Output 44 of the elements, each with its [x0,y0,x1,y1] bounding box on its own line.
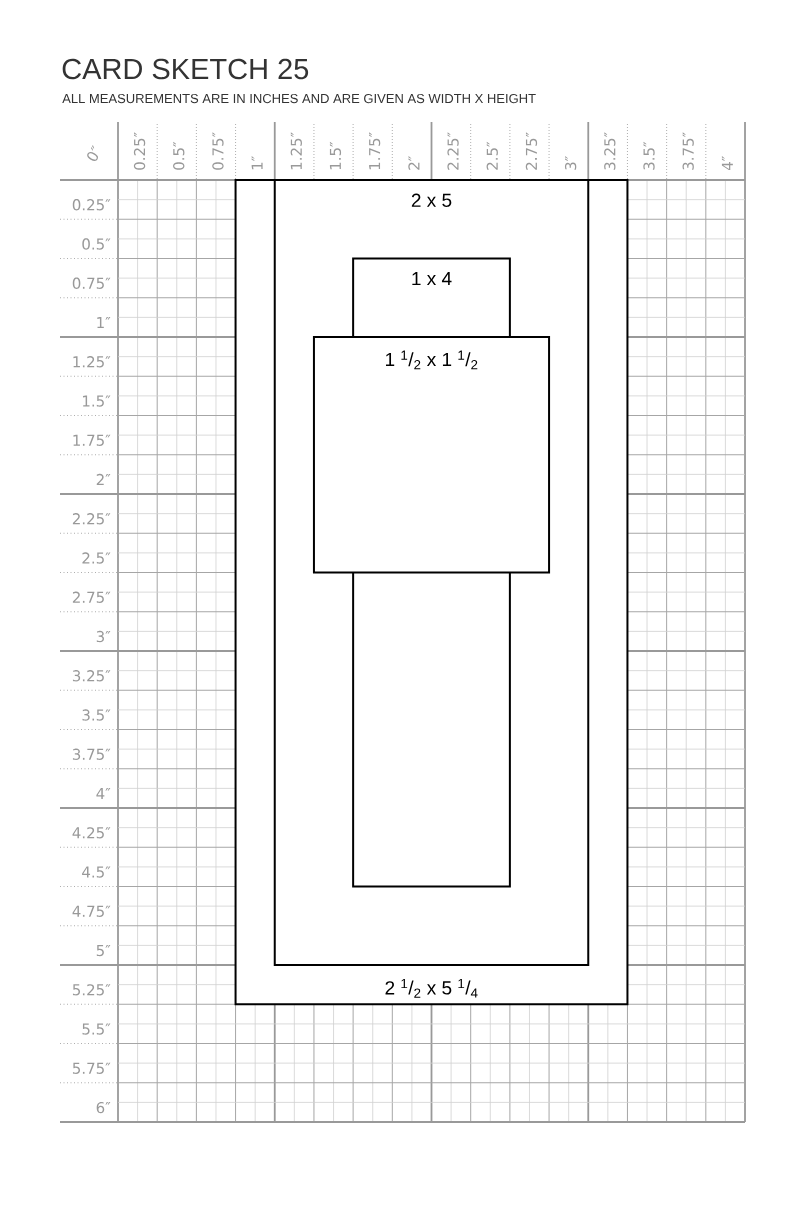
axis-label: 1.5″ [329,141,342,170]
axis-label: 0.75″ [212,132,224,170]
axis-label: 3.25″ [604,132,616,170]
axis-label: 1″ [97,317,111,328]
axis-label: 0.25″ [133,132,146,170]
axis-label: 0.75″ [72,277,111,289]
axis-label: 3.75″ [682,132,694,170]
axis-label: 0″ [87,145,98,161]
axis-label: 1″ [251,156,263,170]
axis-label: 0.5″ [173,141,185,170]
axis-label: 1.75″ [369,132,381,170]
axis-label: 2.5″ [486,141,498,170]
axis-label: 4.5″ [82,866,111,878]
axis-label: 1.5″ [83,395,111,407]
axis-label: 2″ [408,156,420,170]
axis-label: 2.25″ [72,513,111,525]
title: CARD SKETCH 25 [62,58,309,80]
axis-label: 2″ [96,473,111,485]
axis-label: 3.75″ [72,748,111,760]
axis-label: 3.25″ [72,670,111,682]
panel-rectangle: 1 $^{1}$/$_{2}$ x 1 $^{1}$/$_{2}$ [312,336,551,574]
axis-label: 2.5″ [82,552,111,564]
axis-label: 3.5″ [643,141,655,170]
axis-label: 4.25″ [72,827,111,839]
axis-label: 3″ [564,156,577,170]
axis-label: 1.25″ [290,132,302,170]
axis-label: 5.25″ [72,984,111,996]
axis-label: 4″ [721,156,733,171]
axis-label: 4.75″ [72,905,111,917]
axis-label: 2.75″ [525,132,538,170]
axis-label: 5.5″ [82,1023,111,1035]
axis-label: 3″ [96,630,111,643]
axis-label: 1.25″ [73,356,111,368]
subtitle: ALL MEASUREMENTS ARE IN INCHES AND ARE GIVEN AS WIDTH X HEIGHT [62,93,536,104]
axis-label: 2.75″ [72,591,111,603]
axis-label: 2.25″ [447,132,459,170]
axis-label: 6″ [96,1101,111,1114]
axis-label: 0.25″ [72,199,111,211]
axis-label: 1.75″ [73,434,111,446]
axis-label: 3.5″ [82,709,111,721]
axis-label: 0.5″ [82,238,111,250]
axis-label: 5.75″ [72,1062,111,1074]
axis-label: 5″ [96,945,111,957]
axis-label: 4″ [96,788,111,799]
